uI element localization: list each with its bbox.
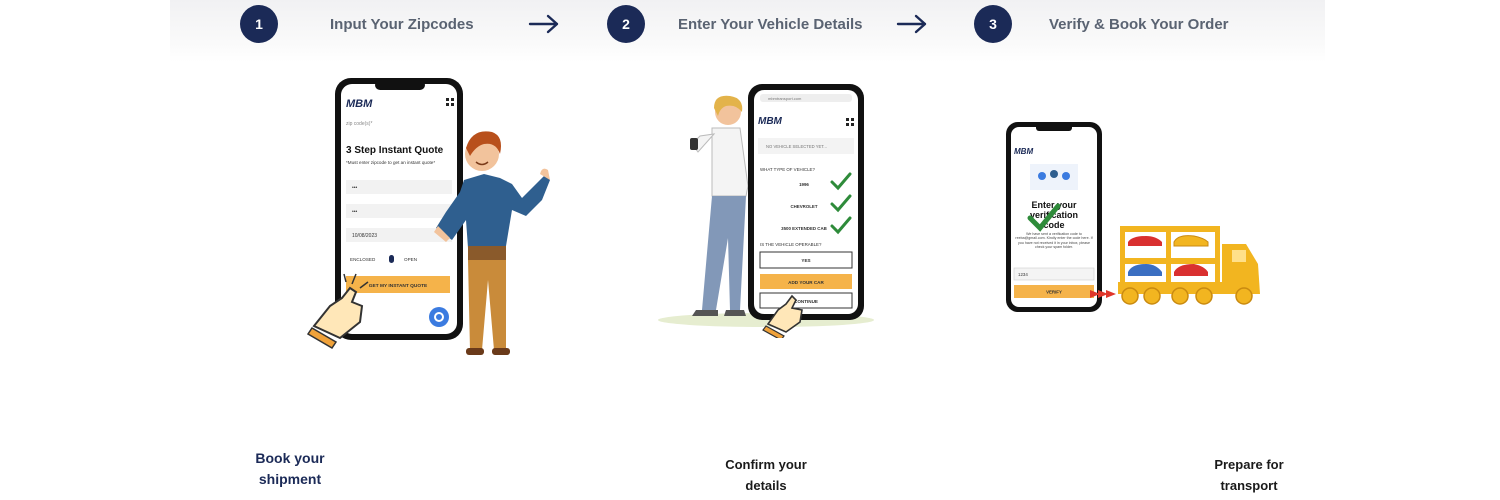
phone1-date-field[interactable] <box>346 228 452 242</box>
car-carrier-truck-icon <box>1118 226 1260 305</box>
phone2-selected-text: NO VEHICLE SELECTED YET... <box>766 144 827 149</box>
arrow-right-icon <box>896 14 927 34</box>
phone3-code-value: 1234 <box>1018 272 1028 277</box>
phone1-field-1[interactable] <box>346 180 452 194</box>
phone2-year[interactable]: 1996 <box>799 182 809 187</box>
arrow-right-icon <box>528 14 559 34</box>
step-1-number: 1 <box>240 5 278 43</box>
phone1-field-2-value: ••• <box>352 209 358 215</box>
phone2-continue-button[interactable] <box>759 292 853 309</box>
phone2-selected-bar <box>758 138 854 154</box>
phone3-code-input[interactable] <box>1013 267 1095 281</box>
step-3-number: 3 <box>974 5 1012 43</box>
phone1-heading: 3 Step Instant Quote <box>346 145 444 156</box>
phone1-option-open[interactable]: OPEN <box>404 257 417 262</box>
step-3: 3 Verify & Book Your Order <box>974 4 1229 44</box>
phone1-note: *Must enter zipcode to get an instant qu… <box>346 160 435 165</box>
step-3-title: Verify & Book Your Order <box>1049 15 1229 33</box>
man-character <box>434 131 550 355</box>
phone3-brand: MBM <box>1014 147 1033 156</box>
phone2-add-car-button[interactable] <box>760 274 852 289</box>
phone1-brand: MBM <box>346 98 373 110</box>
phone3-body-text: We have sent a verification code to reeb… <box>1015 232 1093 250</box>
phone2-url: mbmtransport.com <box>768 96 802 101</box>
phone2-yes-label: YES <box>801 258 810 263</box>
step-2: 2 Enter Your Vehicle Details <box>607 4 863 44</box>
phone1-quote-button[interactable] <box>346 276 450 293</box>
step-2-number: 2 <box>607 5 645 43</box>
phone1-quote-button-label: GET MY INSTANT QUOTE <box>369 283 428 289</box>
pointing-hand-icon <box>306 273 369 350</box>
phone3-verify-label: VERIFY <box>1046 290 1062 295</box>
phone2-continue-label: CONTINUE <box>794 299 818 304</box>
phone3-title-line-2: verification <box>1030 210 1078 220</box>
chevron-right-icon <box>1090 290 1116 298</box>
steps-header-band <box>170 0 1325 62</box>
caption-step-1: Book your shipment <box>255 450 325 487</box>
illustration-step-2: mbmtransport.com MBM NO VEHICLE SELECTED… <box>658 84 874 338</box>
pointing-hand-icon <box>762 294 803 338</box>
phone1-option-enclosed[interactable]: ENCLOSED <box>350 257 376 262</box>
step-1-title: Input Your Zipcodes <box>330 15 474 33</box>
phone1-field-1-value: ••• <box>352 185 358 191</box>
phone1-toggle[interactable] <box>389 255 394 263</box>
phone1-field-2[interactable] <box>346 204 452 218</box>
check-icon <box>830 172 852 235</box>
phone1-partial-label: zip code(s)* <box>346 121 372 127</box>
illustration-step-1: MBM zip code(s)* 3 Step Instant Quote *M… <box>306 78 550 355</box>
phone2-yes-button[interactable] <box>759 251 853 269</box>
check-icon <box>1027 203 1061 232</box>
caption-step-3: Prepare for transport <box>1214 457 1284 493</box>
illustration-step-3: MBM Enter your verification code We have… <box>1006 122 1260 312</box>
step-1: 1 Input Your Zipcodes <box>240 4 474 44</box>
phone2-brand: MBM <box>758 116 783 127</box>
phone2-make[interactable]: CHEVROLET <box>790 204 817 209</box>
phone2-question: WHAT TYPE OF VEHICLE? <box>760 167 815 172</box>
phone3-title-line-3: code <box>1043 220 1064 230</box>
phone2-add-car-label: ADD YOUR CAR <box>788 280 824 285</box>
step-2-title: Enter Your Vehicle Details <box>678 15 863 33</box>
phone2-model[interactable]: 3500 EXTENDED CAB <box>781 226 827 231</box>
phone1-date-value: 10/08/2023 <box>352 233 377 239</box>
phone3-title-line-1: Enter your <box>1031 200 1077 210</box>
phone3-verify-button[interactable] <box>1014 285 1094 298</box>
chat-bubble-icon[interactable] <box>429 307 449 327</box>
phone2-operable-question: IS THE VEHICLE OPERABLE? <box>760 242 822 247</box>
caption-step-2: Confirm your details <box>725 457 807 493</box>
person-character <box>690 95 749 316</box>
